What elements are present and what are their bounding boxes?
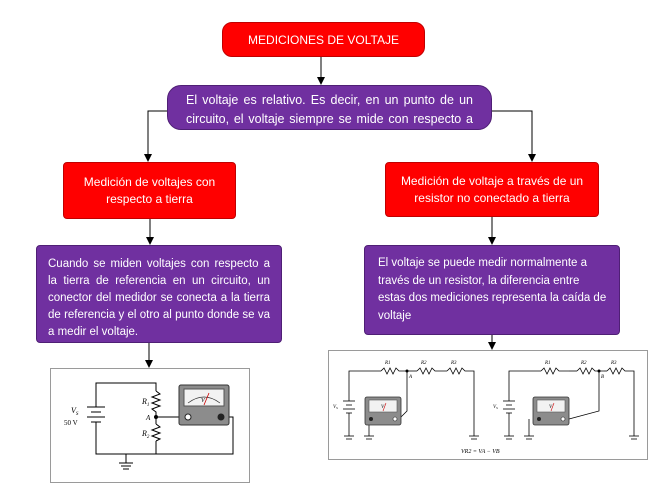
ground-circuit-diagram: V VS 50 V R1 R2 A (50, 368, 250, 483)
svg-text:50 V: 50 V (64, 419, 78, 427)
title-text: MEDICIONES DE VOLTAJE (248, 32, 399, 47)
svg-text:A: A (408, 375, 413, 380)
ground-measurement-heading-box: Medición de voltajes con respecto a tier… (63, 162, 236, 219)
svg-text:R1: R1 (544, 361, 551, 366)
svg-text:V: V (549, 405, 553, 410)
voltage-drop-formula: VR2 = VA − VB (461, 449, 500, 455)
svg-text:VS: VS (493, 405, 498, 410)
svg-text:R2: R2 (141, 429, 150, 440)
right-r3-resistor (606, 367, 635, 436)
svg-text:A: A (145, 414, 151, 422)
right-voltmeter-icon (532, 396, 570, 426)
resistor-measurement-heading: Medición de voltaje a través de un resis… (400, 173, 584, 205)
svg-text:R2: R2 (580, 361, 587, 366)
ground-measurement-heading: Medición de voltajes con respecto a tier… (83, 174, 216, 206)
svg-text:R3: R3 (610, 361, 617, 366)
svg-text:R1: R1 (384, 361, 391, 366)
arrow-relative-to-ground (144, 110, 167, 162)
resistor-measurement-description-box: El voltaje se puede medir normalmente a … (364, 245, 620, 335)
svg-text:R1: R1 (141, 397, 149, 408)
r1-resistor (150, 390, 162, 417)
arrow-relative-to-resistor (492, 110, 536, 162)
svg-text:VS: VS (71, 406, 79, 417)
svg-text:R3: R3 (450, 361, 457, 366)
relative-voltage-text: El voltaje es relativo. Es decir, en un … (186, 93, 473, 126)
title-box: MEDICIONES DE VOLTAJE (222, 22, 425, 57)
svg-text:R2: R2 (420, 361, 427, 366)
svg-text:V: V (201, 398, 206, 404)
ground-measurement-description: Cuando se miden voltajes con respecto a … (48, 258, 270, 338)
ground-measurement-description-box: Cuando se miden voltajes con respecto a … (36, 245, 282, 343)
left-r3-resistor (446, 367, 475, 436)
left-voltmeter-icon (364, 396, 402, 426)
resistor-measurement-heading-box: Medición de voltaje a través de un resis… (385, 162, 599, 217)
svg-text:VS: VS (333, 405, 338, 410)
resistor-circuit-diagram: VS VS R1 R2 R3 R1 R2 R3 A B V V VR2 = VA… (328, 350, 648, 460)
svg-text:V: V (381, 405, 385, 410)
right-r1-resistor (540, 367, 569, 375)
left-r2-resistor (416, 367, 447, 375)
svg-text:B: B (601, 375, 604, 380)
resistor-measurement-description: El voltaje se puede medir normalmente a … (378, 257, 607, 322)
relative-voltage-box: El voltaje es relativo. Es decir, en un … (167, 85, 492, 130)
voltmeter-icon: V (178, 384, 230, 426)
left-r1-resistor (380, 367, 409, 375)
r2-resistor (150, 423, 162, 442)
right-r2-resistor (576, 367, 604, 375)
